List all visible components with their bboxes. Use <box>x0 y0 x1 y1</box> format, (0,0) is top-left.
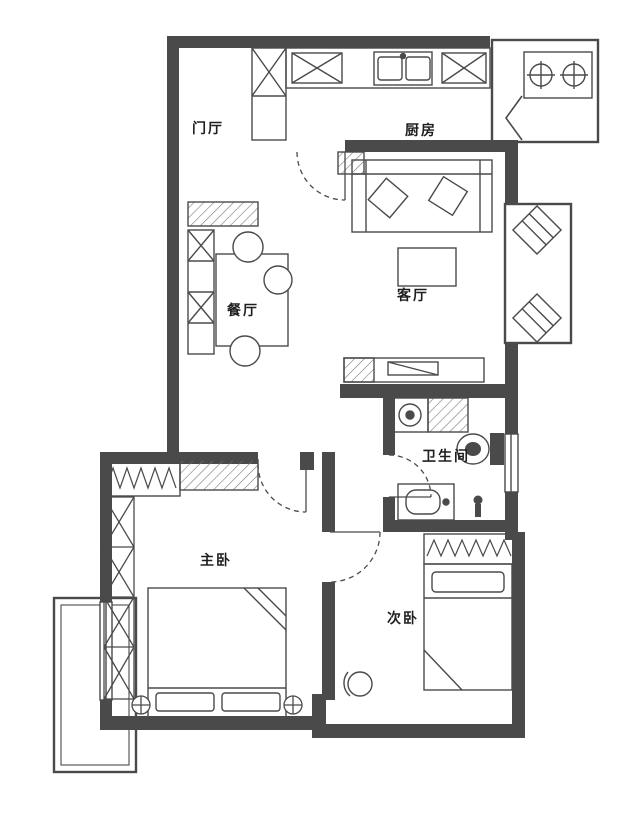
pillow <box>431 571 505 593</box>
room-label-master-bedroom: 主卧 <box>200 552 232 568</box>
dining-chairs <box>229 231 293 367</box>
bedside-lamps <box>131 695 303 715</box>
kitchen-sink <box>373 51 433 86</box>
master-wardrobe <box>103 459 181 497</box>
dining-sideboard <box>187 201 259 227</box>
bathroom-sink <box>397 483 455 521</box>
room-label-foyer: 门厅 <box>192 120 224 136</box>
walls <box>100 36 525 738</box>
tv-cabinet <box>343 357 485 383</box>
kitchen-door-arc <box>296 151 346 201</box>
column-hatched <box>337 151 365 175</box>
master-closet-column <box>103 496 135 700</box>
sofa-pillow <box>427 175 469 217</box>
second-bed <box>423 563 513 691</box>
coffee-table <box>397 247 457 287</box>
pillow <box>221 692 281 712</box>
bay-chair-top <box>511 204 563 256</box>
bathroom-cabinet <box>427 397 469 433</box>
room-label-living-room: 客厅 <box>397 287 429 303</box>
kitchen-tall-cabinet <box>251 47 287 141</box>
dining-shelving <box>187 229 215 355</box>
bathroom-door-arc <box>388 454 432 498</box>
balcony-door-leaf <box>505 95 523 141</box>
room-label-dining-room: 餐厅 <box>227 302 259 318</box>
balcony-top-right <box>490 38 600 144</box>
balcony-bottom-left <box>52 596 138 774</box>
master-bed <box>147 587 287 719</box>
toilet <box>456 433 504 465</box>
tv <box>387 361 439 376</box>
door-arcs <box>257 151 432 583</box>
master-cabinet-hatched <box>179 459 259 491</box>
second-wardrobe <box>423 533 516 565</box>
kitchen-stove <box>523 51 593 99</box>
washing-machine <box>391 397 429 433</box>
room-label-kitchen: 厨房 <box>405 122 437 138</box>
master-door-arc <box>257 463 307 513</box>
bay-chair-bottom <box>511 292 563 344</box>
second-bedroom-door-arc <box>329 531 381 583</box>
bedroom-chair <box>343 671 373 697</box>
windows <box>99 433 519 701</box>
sofa-pillow <box>367 177 409 219</box>
floor-drain-icon <box>473 495 483 517</box>
kitchen-counter <box>285 47 491 89</box>
bay-window <box>503 202 573 345</box>
pillow <box>155 692 215 712</box>
sofa <box>351 159 493 233</box>
room-label-bathroom: 卫生间 <box>422 448 470 464</box>
room-label-second-bedroom: 次卧 <box>387 610 419 626</box>
